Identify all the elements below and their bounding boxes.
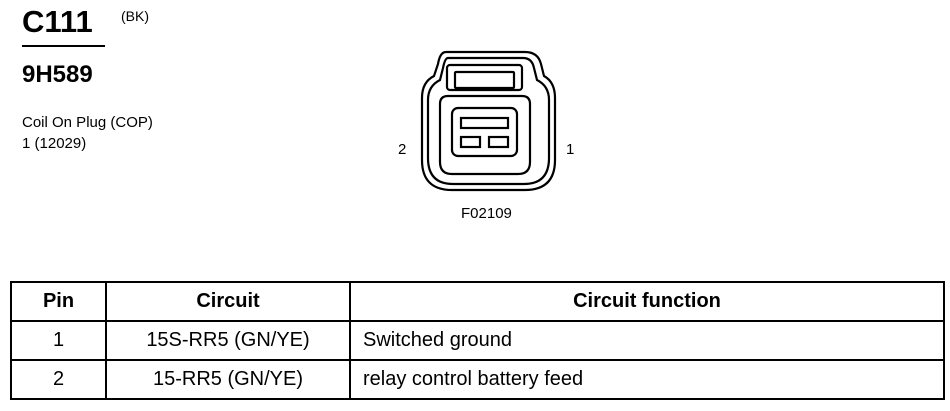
circuit-function-cell: Switched ground bbox=[349, 320, 945, 361]
terminal-block bbox=[450, 106, 519, 158]
pin-label-left: 2 bbox=[398, 141, 407, 158]
terminal-pin-2 bbox=[459, 135, 482, 149]
column-header-circuit-function: Circuit function bbox=[349, 281, 945, 322]
column-header-pin: Pin bbox=[10, 281, 107, 322]
color-code: (BK) bbox=[121, 8, 149, 24]
figure-code: F02109 bbox=[461, 205, 512, 222]
pin-label-right: 1 bbox=[566, 141, 575, 158]
connector-latch bbox=[445, 63, 524, 92]
pin-cell: 2 bbox=[10, 359, 107, 400]
connector-outer-housing bbox=[420, 50, 557, 192]
terminal-pin-1 bbox=[487, 135, 510, 149]
column-header-circuit: Circuit bbox=[105, 281, 351, 322]
circuit-function-cell: relay control battery feed bbox=[349, 359, 945, 400]
circuit-cell: 15S-RR5 (GN/YE) bbox=[105, 320, 351, 361]
connector-id: C111 bbox=[22, 4, 93, 39]
connector-inner-outline bbox=[426, 56, 551, 186]
pin-cell: 1 bbox=[10, 320, 107, 361]
table-header-row: Pin Circuit Circuit function bbox=[10, 281, 945, 322]
connector-face-diagram bbox=[420, 50, 557, 192]
description-line-2: 1 (12029) bbox=[22, 135, 87, 152]
table-row: 2 15-RR5 (GN/YE) relay control battery f… bbox=[10, 359, 945, 400]
table-row: 1 15S-RR5 (GN/YE) Switched ground bbox=[10, 320, 945, 361]
connector-cavity bbox=[438, 94, 532, 176]
connector-latch-inner bbox=[453, 70, 516, 90]
terminal-slot-upper bbox=[459, 116, 510, 130]
pinout-table: Pin Circuit Circuit function 1 15S-RR5 (… bbox=[10, 281, 945, 400]
circuit-cell: 15-RR5 (GN/YE) bbox=[105, 359, 351, 400]
part-number: 9H589 bbox=[22, 61, 93, 88]
description-line-1: Coil On Plug (COP) bbox=[22, 114, 153, 131]
title-underline bbox=[22, 45, 105, 47]
